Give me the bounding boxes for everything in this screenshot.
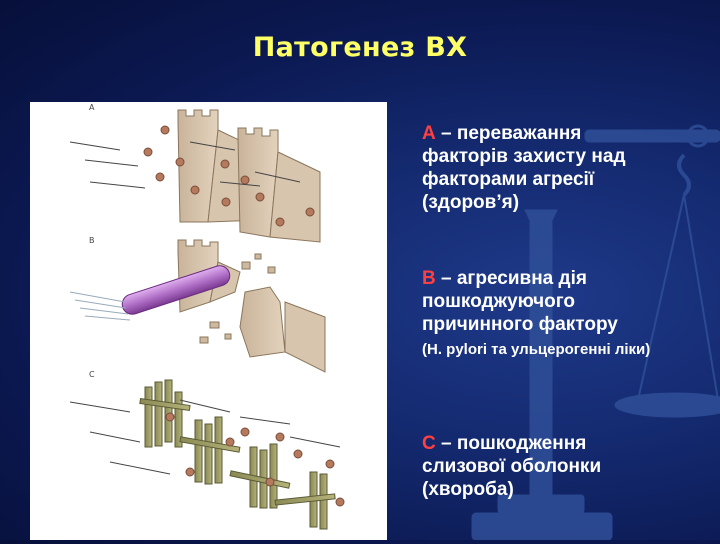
panel-c-fence [69,379,345,530]
point-a: А – переважання факторів захисту над фак… [422,122,662,214]
point-a-letter: А [422,123,436,144]
castle-defense-illustration [69,109,345,530]
point-b-letter: В [422,268,436,289]
point-c: С – пошкодження слизової оболонки (хворо… [422,432,652,501]
balance-scale-icon [471,124,720,540]
panel-label-a: A [89,103,95,112]
point-c-text: – пошкодження слизової оболонки (хвороба… [422,433,602,500]
point-b-text: – агресивна дія пошкоджуючого причинного… [422,268,618,335]
point-a-text: – переважання факторів захисту над факто… [422,123,626,213]
point-b: В – агресивна дія пошкоджуючого причинно… [422,267,672,336]
panel-a-castle [69,109,321,243]
panel-label-b: B [89,236,95,245]
panel-label-c: C [89,370,95,379]
point-b-note: (H. pylori та ульцерогенні ліки) [422,341,651,358]
illustration-panel: A B C [30,102,387,540]
point-c-letter: С [422,433,436,454]
slide-title: Патогенез ВХ [252,32,468,63]
panel-b-castle [69,239,326,373]
